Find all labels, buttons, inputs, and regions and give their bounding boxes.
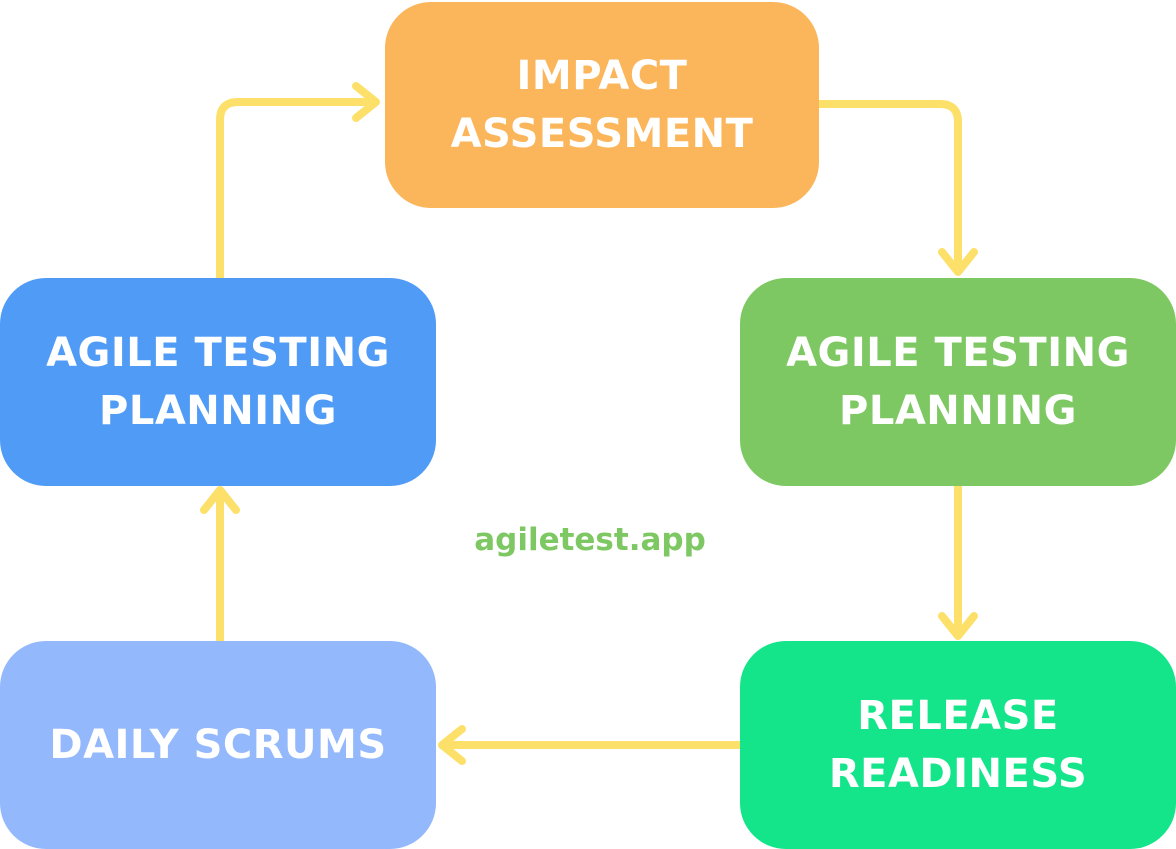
node-daily-scrums: DAILY SCRUMS bbox=[0, 641, 436, 849]
arrowhead-release bbox=[938, 612, 978, 640]
node-impact-assessment-label: IMPACT ASSESSMENT bbox=[451, 47, 754, 163]
arrowhead-daily bbox=[438, 725, 466, 765]
watermark-text: agiletest.app bbox=[474, 522, 706, 558]
node-daily-scrums-line-1: DAILY SCRUMS bbox=[49, 722, 387, 768]
arrow-planning-left-to-impact bbox=[216, 98, 376, 282]
node-agile-testing-planning-left-label: AGILE TESTING PLANNING bbox=[46, 324, 390, 440]
node-release-readiness: RELEASE READINESS bbox=[740, 641, 1176, 849]
node-release-readiness-line-1: RELEASE bbox=[857, 693, 1059, 739]
arrowhead-planning-left bbox=[200, 486, 240, 514]
node-impact-assessment-line-1: IMPACT bbox=[516, 53, 688, 99]
node-impact-assessment: IMPACT ASSESSMENT bbox=[385, 2, 819, 208]
arrow-impact-to-planning-right bbox=[815, 100, 962, 270]
node-agile-testing-planning-right-line-2: PLANNING bbox=[839, 388, 1077, 434]
node-release-readiness-label: RELEASE READINESS bbox=[829, 687, 1087, 803]
arrowhead-planning-right bbox=[938, 248, 978, 276]
node-impact-assessment-line-2: ASSESSMENT bbox=[450, 111, 754, 157]
arrowhead-impact bbox=[352, 82, 380, 122]
node-agile-testing-planning-left-line-2: PLANNING bbox=[99, 388, 337, 434]
node-agile-testing-planning-left-line-1: AGILE TESTING bbox=[46, 330, 390, 376]
node-agile-testing-planning-right-line-1: AGILE TESTING bbox=[786, 330, 1130, 376]
node-agile-testing-planning-right-label: AGILE TESTING PLANNING bbox=[786, 324, 1130, 440]
node-agile-testing-planning-left: AGILE TESTING PLANNING bbox=[0, 278, 436, 486]
node-release-readiness-line-2: READINESS bbox=[828, 751, 1088, 797]
node-daily-scrums-label: DAILY SCRUMS bbox=[49, 716, 386, 774]
node-agile-testing-planning-right: AGILE TESTING PLANNING bbox=[740, 278, 1176, 486]
